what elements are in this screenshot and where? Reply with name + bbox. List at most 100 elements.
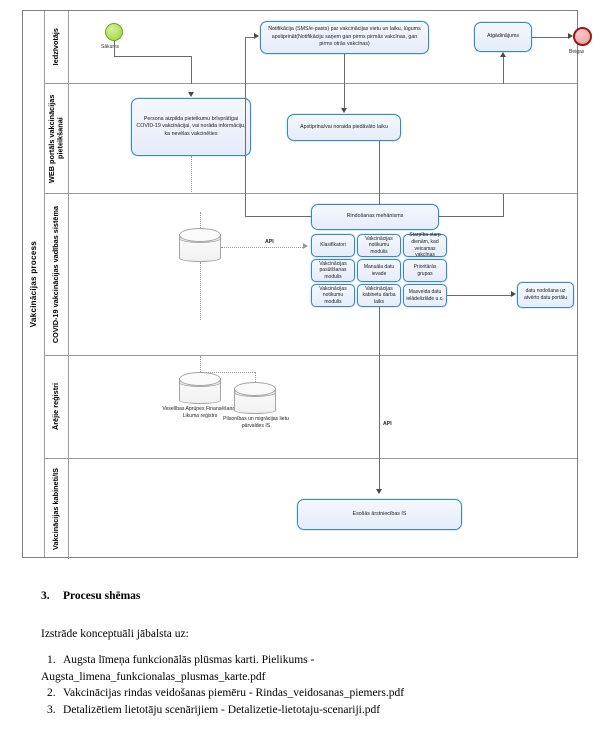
section-heading: 3. Procesu shēmas bbox=[41, 590, 561, 602]
datastore-pmlp-top bbox=[234, 382, 276, 396]
task-vakc-notikumu-modulis-2-label: Vakcinācijas notikumu modulis bbox=[319, 285, 347, 305]
task-apstiprina: Apstiprina/vai noraida piedāvāto laiku bbox=[287, 114, 401, 141]
lane-body-covid-sistema: Rindošanas mehānisms Klasifikatori Vakci… bbox=[69, 194, 577, 356]
flow-notifikacija-to-apstiprina bbox=[344, 84, 345, 109]
datastore-vafl bbox=[179, 372, 221, 404]
flow-into-notifikacija bbox=[245, 37, 256, 38]
datastore-vafl-label: Veselības Aprūpes Finansēšanas Likuma re… bbox=[162, 406, 238, 419]
section-number: 3. bbox=[41, 590, 50, 602]
list-item: 1.Augsta līmeņa funkcionālās plūsmas kar… bbox=[41, 652, 561, 685]
flow-arrow-esosas-is bbox=[376, 489, 382, 494]
task-klasifikatori-label: Klasifikatori bbox=[320, 242, 346, 249]
lane-label-web-portals: WEB portāls vakcinācijas pieteikšanai bbox=[46, 94, 65, 183]
lane-body-vakcinacijas-kabineti: Esošās ārstniecības IS bbox=[69, 459, 577, 559]
dotted-db-arrow bbox=[303, 243, 308, 249]
task-vakc-notikumu-modulis-1-label: Vakcinācijas notikumu modulis bbox=[365, 235, 393, 255]
datastore-central-top bbox=[179, 228, 221, 242]
list-item: 3.Detalizētiem lietotāju scenārijiem - D… bbox=[41, 702, 561, 719]
task-datu-nodosana: datu nodošana uz atvērto datu portālu bbox=[517, 282, 574, 308]
lane-label-areji-registri: Ārējie reģistri bbox=[51, 383, 61, 431]
lane-header-web-portals: WEB portāls vakcinācijas pieteikšanai bbox=[45, 84, 69, 193]
flow-start-to-pieteikums bbox=[191, 56, 192, 84]
flow-masveida-to-nodosana bbox=[447, 295, 513, 296]
dotted-split bbox=[200, 372, 255, 373]
dotted-db-up bbox=[200, 212, 201, 228]
document-text: 3.Procesu shēmas Izstrāde konceptuāli jā… bbox=[41, 590, 561, 718]
bpmn-diagram: Vakcinācijas process Iedzīvotājs Sākums … bbox=[22, 10, 592, 559]
pool-label: Vakcinācijas process bbox=[23, 11, 45, 557]
task-esosas-is-label: Esošās ārstniecības IS bbox=[352, 510, 407, 517]
lane-vakcinacijas-kabineti: Vakcinācijas kabineti/IS Esošās ārstniec… bbox=[45, 459, 577, 559]
dotted-to-vafl bbox=[200, 356, 201, 372]
task-prioritaras-grupas-label: Prioritārās grupas bbox=[413, 263, 437, 277]
task-masveida-dati: Masveida datu ielāde/izlāde u.c. bbox=[403, 284, 447, 307]
flow-rindosana-to-right bbox=[439, 216, 504, 217]
lane-body-areji-registri: Veselības Aprūpes Finansēšanas Likuma re… bbox=[69, 356, 577, 459]
task-klasifikatori: Klasifikatori bbox=[311, 234, 355, 257]
flow-up-continue bbox=[245, 194, 246, 216]
lane-web-portals: WEB portāls vakcinācijas pieteikšanai Pe… bbox=[45, 84, 577, 194]
task-kabineti-darba-laiks-label: Vakcinācijas kabinetu darba laiks bbox=[362, 285, 396, 305]
flow-into-atgadinajums bbox=[503, 57, 504, 84]
list-item: 2. Vakcinācijas rindas veidošanas piemēru… bbox=[41, 685, 561, 702]
datastore-pmlp-label: Pilsonības un migrācijas lietu pārvaldes… bbox=[223, 416, 289, 429]
lane-covid-sistema: COVID-19 vakcinācijas vadības sistēma Ri… bbox=[45, 194, 577, 356]
lane-label-covid-sistema: COVID-19 vakcinācijas vadības sistēma bbox=[51, 205, 61, 344]
section-title: Procesu shēmas bbox=[63, 590, 141, 602]
lane-header-iedzivotajs: Iedzīvotājs bbox=[45, 11, 69, 83]
task-atgadinajums: Atgādinājums bbox=[474, 22, 532, 52]
task-manuala-ievade: Manuāla datu ievade bbox=[357, 259, 401, 282]
task-vakc-notikumu-modulis-1: Vakcinācijas notikumu modulis bbox=[357, 234, 401, 257]
task-datu-nodosana-label: datu nodošana uz atvērto datu portālu bbox=[523, 288, 568, 301]
lane-body-web-portals: Persona aizpilda pieteikumu brīvprātīgai… bbox=[69, 84, 577, 194]
flow-apstiprina-continue bbox=[379, 194, 380, 208]
task-prioritaras-grupas: Prioritārās grupas bbox=[403, 259, 447, 282]
start-event bbox=[105, 23, 123, 41]
list-item-text: Vakcinācijas rindas veidošanas piemēru -… bbox=[63, 687, 405, 699]
flow-into-esosas-is bbox=[379, 459, 380, 491]
flow-atgadinajums-to-end bbox=[532, 37, 570, 38]
lane-header-covid-sistema: COVID-19 vakcinācijas vadības sistēma bbox=[45, 194, 69, 355]
flow-arrow-notifikacija bbox=[254, 33, 259, 39]
task-vakc-notikumu-modulis-2: Vakcinācijas notikumu modulis bbox=[311, 284, 355, 307]
end-event-label: Beigas bbox=[569, 49, 585, 55]
task-kabineti-darba-laiks: Vakcinācijas kabinetu darba laiks bbox=[357, 284, 401, 307]
lane-iedzivotajs: Iedzīvotājs Sākums Notifikācija (SMS/e-p… bbox=[45, 11, 592, 84]
flow-apstiprina-down bbox=[379, 141, 380, 194]
task-rindosana-label: Rindošanas mehānisms bbox=[346, 213, 404, 220]
datastore-vafl-top bbox=[179, 372, 221, 386]
flow-system-down bbox=[379, 307, 380, 356]
flow-arrow-pieteikums bbox=[188, 92, 194, 97]
start-event-label: Sākums bbox=[101, 44, 120, 50]
flow-notifikacija-down bbox=[344, 54, 345, 84]
flow-arrow-end bbox=[568, 33, 573, 39]
task-masveida-dati-label: Masveida datu ielāde/izlāde u.c. bbox=[406, 288, 444, 302]
dotted-to-pmlp bbox=[255, 372, 256, 382]
flow-arrow-atgadinajums bbox=[500, 52, 506, 57]
lane-header-vakcinacijas-kabineti: Vakcinācijas kabineti/IS bbox=[45, 459, 69, 559]
flow-rindosana-to-left bbox=[245, 216, 311, 217]
list-item-number: 2. bbox=[47, 687, 56, 699]
task-starpiba-starp-dienam: Starpība starp dienām, kad veicamas vakc… bbox=[403, 232, 447, 258]
dotted-pieteikums-down bbox=[191, 156, 192, 194]
flow-start-right bbox=[114, 56, 191, 57]
task-apstiprina-label: Apstiprina/vai noraida piedāvāto laiku bbox=[300, 123, 388, 130]
list-item-text: Detalizētiem lietotāju scenārijiem - Det… bbox=[63, 703, 381, 716]
task-atgadinajums-label: Atgādinājums bbox=[486, 33, 520, 40]
flow-system-up-left bbox=[245, 84, 246, 194]
task-esosas-is: Esošās ārstniecības IS bbox=[297, 499, 462, 530]
list-item-number: 1. bbox=[47, 654, 56, 666]
task-pasutisanas-modulis-label: Vakcinācijas pasūtīšanas modulis bbox=[319, 260, 347, 280]
flow-from-system-to-notifikacija bbox=[245, 37, 246, 84]
datastore-pmlp bbox=[234, 382, 276, 414]
lane-body-iedzivotajs: Sākums Notifikācija (SMS/e-pasts) par va… bbox=[69, 11, 592, 84]
api-label-left: API bbox=[265, 239, 274, 245]
dotted-db-down bbox=[200, 262, 201, 320]
list-item-continuation: Augsta_limena_funkcionalas_plusmas_karte… bbox=[41, 670, 266, 683]
flow-arrow-apstiprina bbox=[341, 108, 347, 113]
dotted-db-right bbox=[221, 247, 303, 248]
task-pieteikums-label: Persona aizpilda pieteikumu brīvprātīgai… bbox=[136, 115, 246, 137]
lane-areji-registri: Ārējie reģistri Veselības Aprūpes Finans… bbox=[45, 356, 577, 459]
task-rindosana: Rindošanas mehānisms bbox=[311, 204, 439, 230]
pool-label-text: Vakcinācijas process bbox=[29, 240, 38, 328]
